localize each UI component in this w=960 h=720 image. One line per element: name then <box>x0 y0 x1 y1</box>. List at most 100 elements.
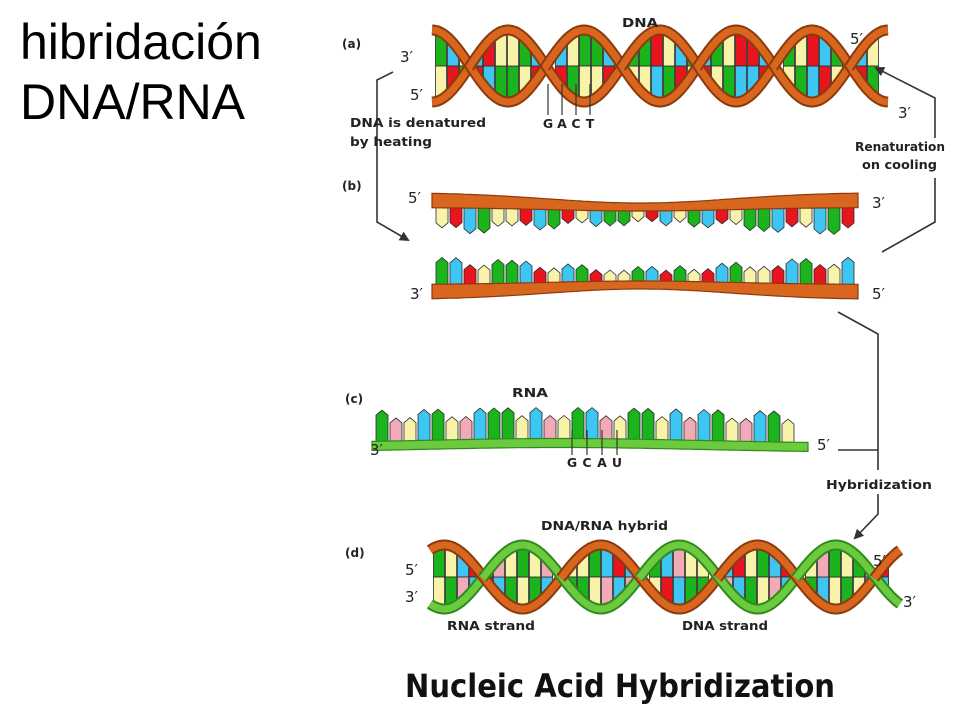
base-letter-a: A <box>557 116 567 131</box>
base <box>753 410 767 445</box>
hybridization-label: Hybridization <box>826 477 932 492</box>
base-pair <box>807 29 819 103</box>
dna-bottom-strand-bases <box>435 256 855 287</box>
base-letter-t: T <box>586 116 595 131</box>
base <box>683 416 697 443</box>
dna-strand-2 <box>770 26 854 70</box>
dna-strand-1 <box>694 26 778 70</box>
base <box>655 416 669 443</box>
base <box>729 261 743 285</box>
base-pairs <box>433 544 889 610</box>
renature-label-line1: Renaturation <box>855 139 945 154</box>
dna-strand-2 <box>618 26 702 70</box>
panel-c-end-right: 5′ <box>817 436 831 454</box>
rna-strand-backbone <box>371 437 809 452</box>
base <box>715 262 729 285</box>
base-pair <box>745 545 757 609</box>
base <box>477 205 491 234</box>
base-letter-g: G <box>567 455 577 470</box>
panel-c: (c) RNA 3′ 5′ G C A U <box>345 385 831 470</box>
base-pair <box>651 29 663 103</box>
rna-strand <box>714 573 801 613</box>
rna-single-strand <box>371 406 809 452</box>
base-pair <box>507 30 519 102</box>
hybridization-arrow <box>853 494 879 540</box>
rna-strand <box>636 541 723 581</box>
dna-strand-1 <box>618 62 702 106</box>
base <box>561 263 575 285</box>
panel-a-end-top-left: 3′ <box>400 48 414 66</box>
base <box>505 259 519 286</box>
dna-strand-2 <box>846 62 889 106</box>
base <box>641 407 655 442</box>
base <box>813 263 827 287</box>
base <box>827 205 841 235</box>
base <box>571 406 585 441</box>
base <box>543 414 557 441</box>
dna-bottom-strand-backbone <box>431 280 859 300</box>
base-pair <box>517 544 529 610</box>
dna-strand <box>557 541 644 581</box>
base-letter-c: C <box>571 116 580 131</box>
panel-a-tag: (a) <box>342 37 361 51</box>
panel-d-end-bottom-right: 3′ <box>903 593 917 611</box>
base-letter-a: A <box>597 455 607 470</box>
base <box>757 206 771 233</box>
base <box>431 408 445 443</box>
panel-d-title: DNA/RNA hybrid <box>541 518 668 533</box>
base <box>827 263 841 287</box>
rna-strand-label: RNA strand <box>447 618 535 633</box>
base <box>841 256 855 287</box>
dna-rna-hybrid-helix <box>426 539 904 615</box>
renature-label-line2: on cooling <box>862 157 937 172</box>
dna-strand-2 <box>466 26 550 70</box>
base-pair <box>757 545 769 609</box>
dna-strand <box>428 541 488 581</box>
rna-strand <box>479 541 566 581</box>
base <box>613 415 627 442</box>
base <box>473 407 487 442</box>
dna-strand <box>479 573 566 613</box>
renature-arrow <box>874 67 936 138</box>
base-pair <box>673 544 685 610</box>
denature-label-line2: by heating <box>350 134 432 149</box>
base-pair <box>735 30 747 102</box>
panel-c-end-left: 3′ <box>370 441 384 459</box>
base <box>743 206 757 232</box>
dna-strand-1 <box>431 26 474 70</box>
base <box>557 414 571 441</box>
dna-strand-1 <box>846 26 889 70</box>
hybridization-connector <box>837 311 879 470</box>
base <box>491 206 505 227</box>
base <box>813 205 827 235</box>
base-pair <box>433 545 445 609</box>
panel-d-end-top-left: 5′ <box>405 561 419 579</box>
dna-strand <box>871 547 903 581</box>
base <box>491 258 505 286</box>
base <box>575 264 589 285</box>
dna-strand-1 <box>770 62 854 106</box>
dna-strand-label: DNA strand <box>682 618 768 633</box>
renature-connector <box>881 178 936 253</box>
panel-b-top-right: 3′ <box>872 194 886 212</box>
backbone-strands <box>426 539 904 615</box>
title-line-2: DNA/RNA <box>20 74 246 130</box>
dna-top-single-strand <box>431 192 859 235</box>
renature-annotation: Renaturation on cooling <box>855 67 945 253</box>
denature-arrow <box>376 71 410 242</box>
dna-strand-2 <box>694 62 778 106</box>
base-pair <box>723 31 735 101</box>
hybridization-annotation: Hybridization <box>826 311 932 540</box>
dna-strand <box>792 573 879 613</box>
base <box>449 257 463 287</box>
backbone-strands <box>431 24 889 108</box>
base <box>711 409 725 444</box>
base <box>529 407 543 442</box>
base <box>445 416 459 443</box>
base-pair <box>435 32 447 100</box>
base <box>533 206 547 231</box>
panel-b-bottom-right: 5′ <box>872 285 886 303</box>
dna-top-strand-bases <box>435 205 855 235</box>
panel-d: (d) DNA/RNA hybrid 5′ 3′ 5′ 3′ RNA stran… <box>345 518 917 633</box>
base <box>449 205 463 229</box>
